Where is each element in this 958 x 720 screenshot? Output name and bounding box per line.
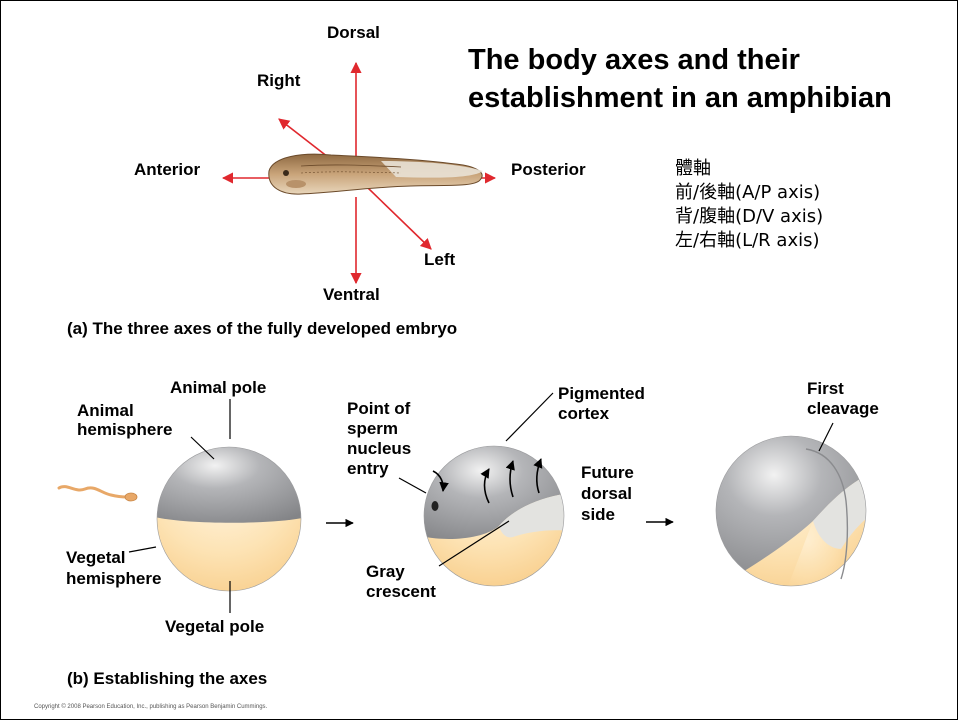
slide-title: The body axes and their establishment in… [468,41,892,117]
label-gray-crescent-2: crescent [366,582,436,602]
label-first-cleavage-2: cleavage [807,399,879,419]
egg-unfertilized [151,441,311,601]
label-future-dorsal-2: dorsal [581,484,632,504]
left-arrow [368,188,431,249]
label-ventral: Ventral [323,285,380,305]
egg-first-cleavage [706,431,876,601]
egg-fertilized [421,441,571,591]
label-pigmented-cortex-1: Pigmented [558,384,645,404]
caption-b: (b) Establishing the axes [67,669,267,689]
title-line-2: establishment in an amphibian [468,79,892,117]
label-sperm-entry-2: sperm [347,419,398,439]
label-vegetal-hemisphere-2: hemisphere [66,569,161,589]
label-future-dorsal-3: side [581,505,615,525]
label-vegetal-hemisphere-1: Vegetal [66,548,126,568]
copyright-notice: Copyright © 2008 Pearson Education, Inc.… [34,704,267,710]
label-first-cleavage-1: First [807,379,844,399]
tadpole-embryo [269,154,483,194]
label-sperm-entry-1: Point of [347,399,410,419]
label-vegetal-pole: Vegetal pole [165,617,264,637]
label-posterior: Posterior [511,160,586,180]
label-animal-hemisphere-1: Animal [77,401,134,421]
label-animal-hemisphere-2: hemisphere [77,420,172,440]
cn-body-axis: 體軸 [675,157,823,181]
cn-dv-axis: 背/腹軸(D/V axis) [675,205,823,229]
cn-lr-axis: 左/右軸(L/R axis) [675,229,823,253]
label-left: Left [424,250,455,270]
label-dorsal: Dorsal [327,23,380,43]
label-sperm-entry-3: nucleus [347,439,411,459]
label-pigmented-cortex-2: cortex [558,404,609,424]
label-sperm-entry-4: entry [347,459,389,479]
title-line-1: The body axes and their [468,41,892,79]
label-anterior: Anterior [134,160,200,180]
label-right: Right [257,71,300,91]
label-animal-pole: Animal pole [170,378,266,398]
sperm-cell [59,487,137,501]
label-gray-crescent-1: Gray [366,562,405,582]
caption-a: (a) The three axes of the fully develope… [67,319,457,339]
chinese-axis-notes: 體軸 前/後軸(A/P axis) 背/腹軸(D/V axis) 左/右軸(L/… [675,157,823,253]
cn-ap-axis: 前/後軸(A/P axis) [675,181,823,205]
label-future-dorsal-1: Future [581,463,634,483]
